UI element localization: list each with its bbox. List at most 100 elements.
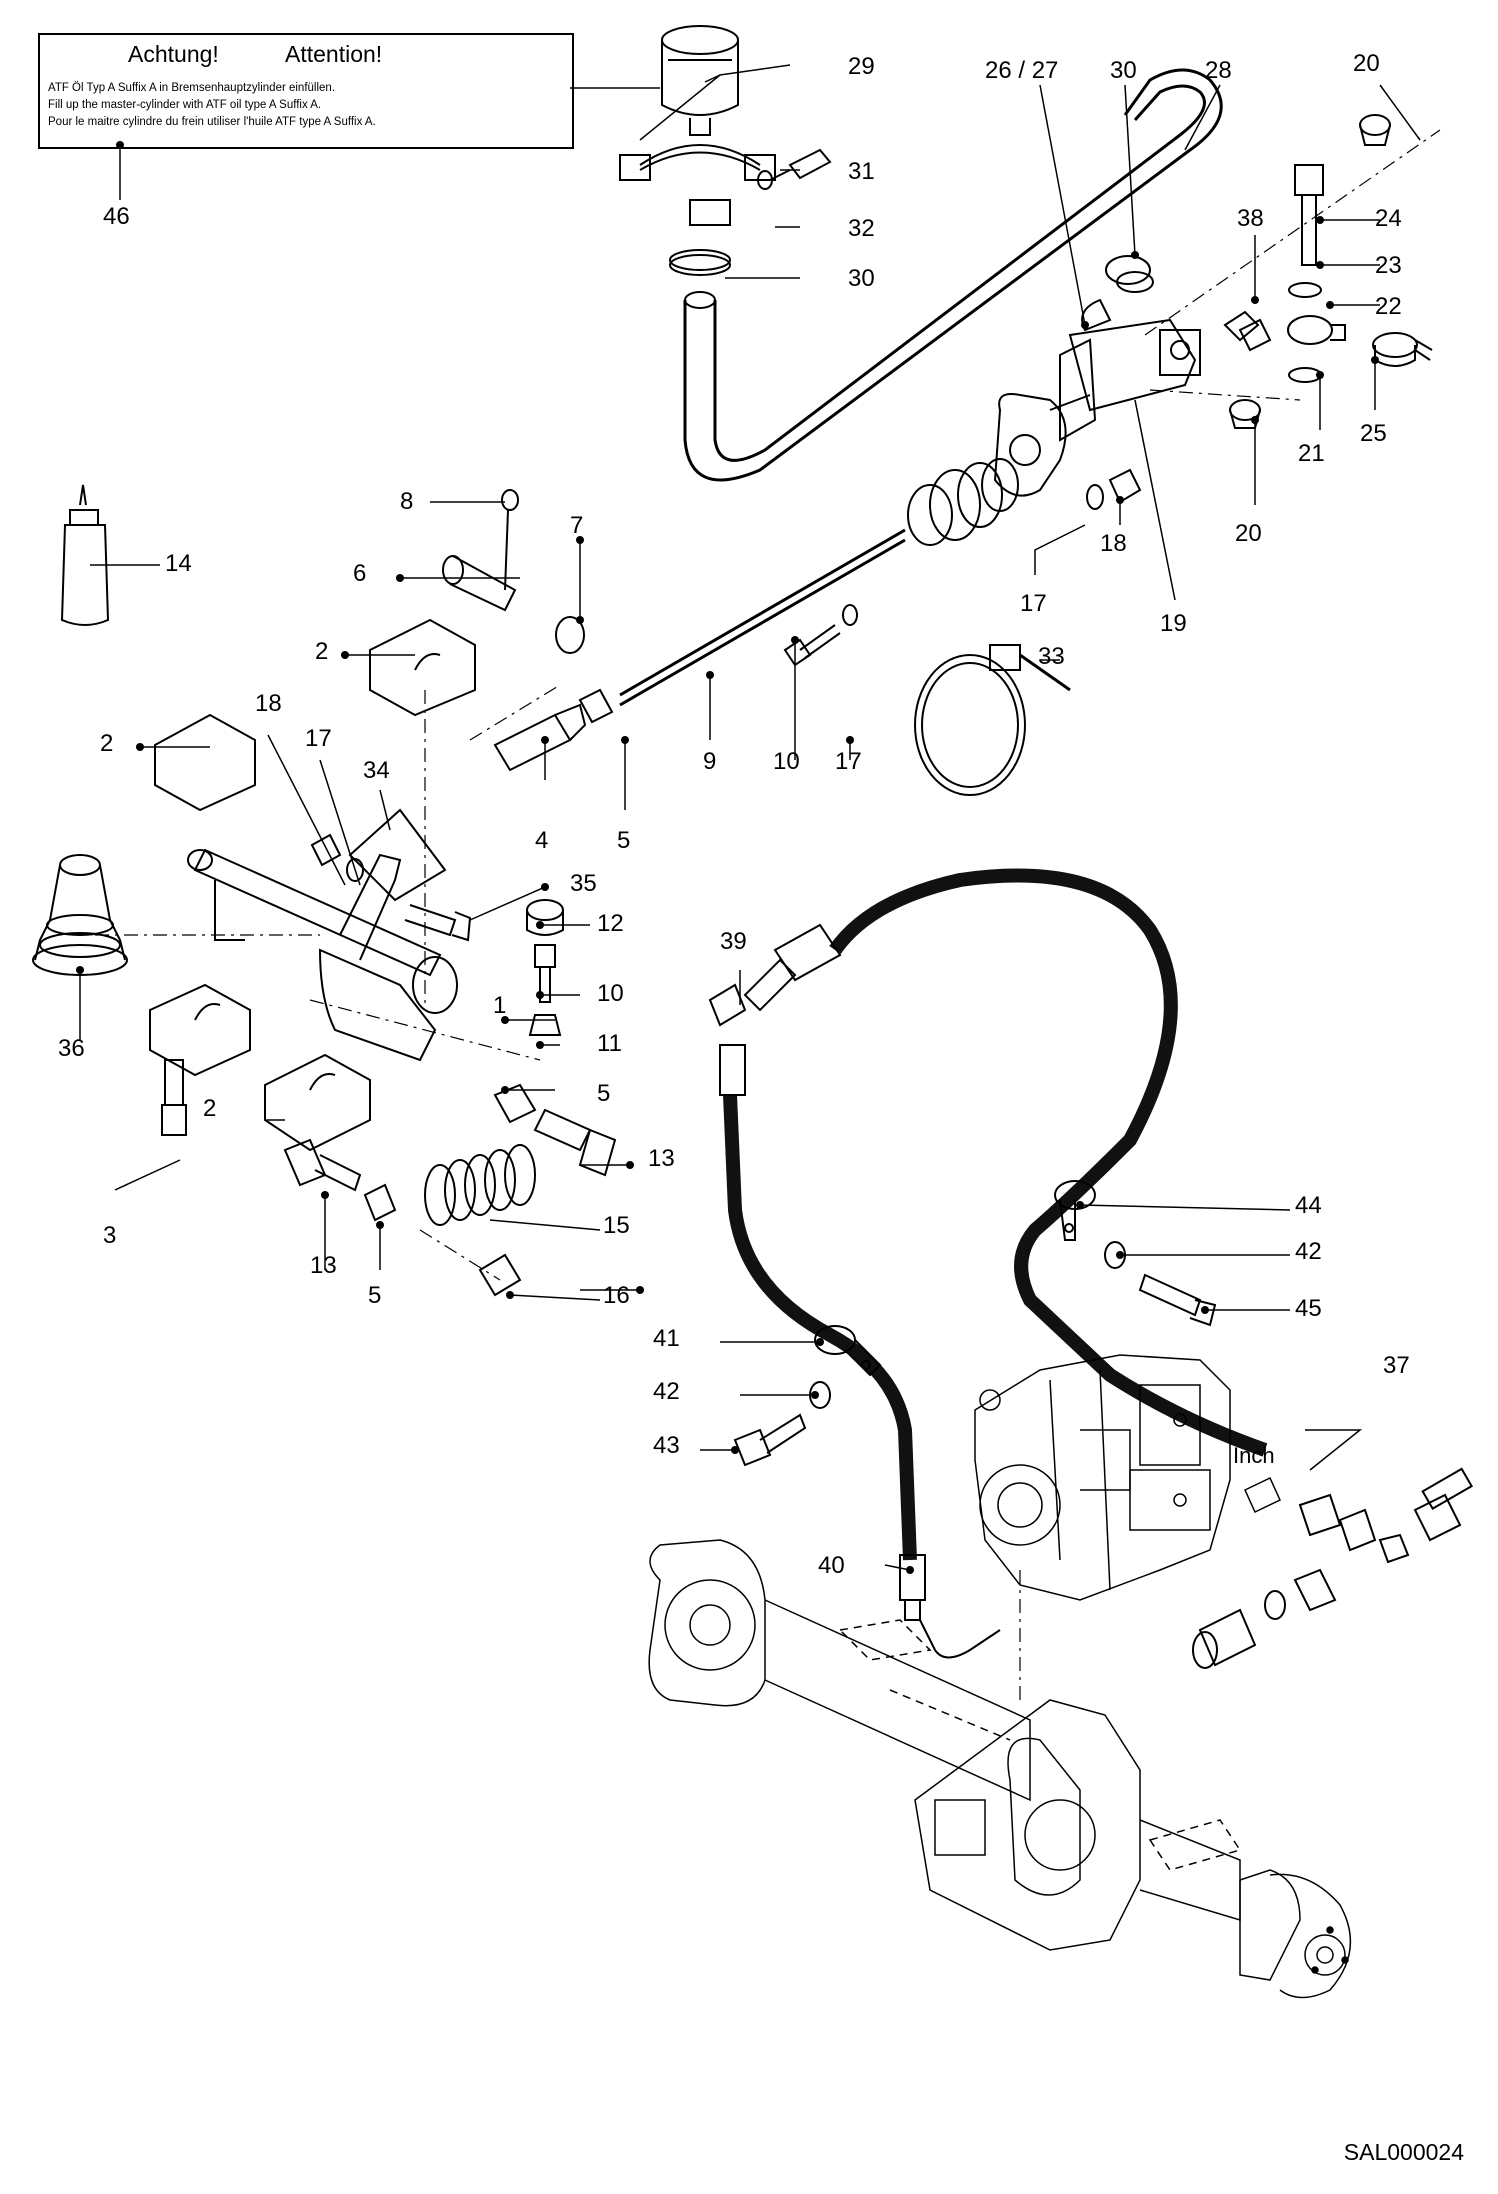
callout-18-left: 18 xyxy=(255,690,282,717)
inch-label: Inch xyxy=(1233,1443,1275,1468)
washers-23-21 xyxy=(1288,282,1322,383)
callout-34: 34 xyxy=(363,757,390,784)
callout-2-top: 2 xyxy=(315,638,329,665)
pedal-pad-34 xyxy=(348,808,447,902)
nut-18-washer-17 xyxy=(310,833,364,882)
callout-20-bottom: 20 xyxy=(1235,520,1262,547)
callout-14: 14 xyxy=(165,550,192,577)
nut-11 xyxy=(528,1014,562,1036)
clamp-30-lower xyxy=(669,249,731,309)
callout-19: 19 xyxy=(1160,610,1187,637)
pedal-boot-36 xyxy=(32,854,128,976)
callout-2-bottom: 2 xyxy=(203,1095,217,1122)
bolt-31 xyxy=(757,148,832,190)
callout-6: 6 xyxy=(353,560,367,587)
brake-pipe xyxy=(919,1619,1001,1659)
brake-fluid-reservoir xyxy=(619,25,776,226)
banjo-bolt-24 xyxy=(1294,164,1324,266)
leader-lines xyxy=(79,64,1421,1571)
hose-clamp-41 xyxy=(814,1325,882,1377)
callout-43: 43 xyxy=(653,1432,680,1459)
callout-31: 31 xyxy=(848,158,875,185)
washer-7 xyxy=(555,616,585,654)
callout-25: 25 xyxy=(1360,420,1387,447)
screw-3 xyxy=(161,1059,187,1136)
callout-5-mid: 5 xyxy=(597,1080,611,1107)
hydraulic-hose-44 xyxy=(829,868,1268,1457)
callout-32: 32 xyxy=(848,215,875,242)
master-cylinder-19 xyxy=(1049,298,1201,442)
callout-10-mid: 10 xyxy=(597,980,624,1007)
warning-label: Achtung! Attention! ATF Öl Typ A Suffix … xyxy=(38,33,574,149)
callout-40: 40 xyxy=(818,1552,845,1579)
pressure-switch-25 xyxy=(1372,332,1433,367)
inch-valve-fittings xyxy=(1192,1467,1474,1669)
return-spring-15 xyxy=(424,1144,536,1226)
plug-20-top xyxy=(1359,114,1391,146)
hydrostatic-pump xyxy=(974,1354,1281,1601)
bolt-10-lower xyxy=(534,944,556,1003)
split-pin-8 xyxy=(501,489,519,591)
hose-clamp-44 xyxy=(1054,1180,1096,1241)
callout-4: 4 xyxy=(535,827,549,854)
leader-dots xyxy=(76,141,1379,1574)
callout-11: 11 xyxy=(597,1030,622,1057)
callout-20-top: 20 xyxy=(1353,50,1380,77)
callout-30-upper: 30 xyxy=(1110,57,1137,84)
hydraulic-hose-41 xyxy=(723,1094,917,1561)
drive-axle xyxy=(648,1539,1352,1999)
callout-13-left: 13 xyxy=(310,1252,337,1279)
callout-10-top: 10 xyxy=(773,748,800,775)
drawing-code: SAL000024 xyxy=(1343,2139,1464,2165)
callout-41: 41 xyxy=(653,1325,680,1352)
callout-15: 15 xyxy=(603,1212,630,1239)
callout-17-left: 17 xyxy=(305,725,332,752)
reservoir-hose-28 xyxy=(683,68,1223,482)
bolt-10 xyxy=(783,604,858,667)
adapter-38 xyxy=(1223,310,1272,352)
fitting-39 xyxy=(708,923,842,1096)
clevis-4 xyxy=(493,703,587,772)
callout-22: 22 xyxy=(1375,293,1402,320)
callout-9: 9 xyxy=(703,748,717,775)
callout-39: 39 xyxy=(720,928,747,955)
callout-12: 12 xyxy=(597,910,624,937)
bearing-block-2d xyxy=(264,1053,371,1152)
fitting-40 xyxy=(899,1554,926,1621)
nut-5-low xyxy=(363,1183,397,1222)
callout-17-right: 17 xyxy=(1020,590,1047,617)
callout-5-top: 5 xyxy=(617,827,631,854)
callout-24: 24 xyxy=(1375,205,1402,232)
banjo-fitting-22 xyxy=(1287,315,1346,345)
cable-clip-33 xyxy=(914,644,1071,796)
pedal-shaft-1 xyxy=(187,848,458,1062)
bearing-block-2b xyxy=(154,713,256,812)
callout-13-right: 13 xyxy=(648,1145,675,1172)
bearing-block-2c xyxy=(149,983,251,1077)
assembly-center-lines xyxy=(95,129,1441,1700)
callout-38: 38 xyxy=(1237,205,1264,232)
clamp-30-upper xyxy=(1105,255,1154,293)
nut-16 xyxy=(478,1253,522,1297)
nut-5-mid xyxy=(493,1083,537,1124)
warning-line-en: Fill up the master-cylinder with ATF oil… xyxy=(48,99,322,111)
warning-text: ATF Öl Typ A Suffix A in Bremsenhauptzyl… xyxy=(48,80,376,131)
callout-18-right: 18 xyxy=(1100,530,1127,557)
warning-heading-de: Achtung! xyxy=(128,41,219,67)
callout-17-center: 17 xyxy=(835,748,862,775)
callout-2-left: 2 xyxy=(100,730,114,757)
cylinder-flange xyxy=(993,393,1067,497)
warning-line-fr: Pour le maitre cylindre du frein utilise… xyxy=(48,116,376,128)
bolt-13-right xyxy=(533,1108,617,1177)
callout-29: 29 xyxy=(848,53,875,80)
clevis-pin-6 xyxy=(442,555,517,612)
dust-boot xyxy=(907,458,1019,546)
warning-heading-en: Attention! xyxy=(285,41,383,67)
callout-37: 37 xyxy=(1383,1352,1410,1379)
callout-33: 33 xyxy=(1038,643,1065,670)
callout-1: 1 xyxy=(493,992,507,1019)
callout-28: 28 xyxy=(1205,57,1232,84)
locknut-5 xyxy=(578,688,614,724)
